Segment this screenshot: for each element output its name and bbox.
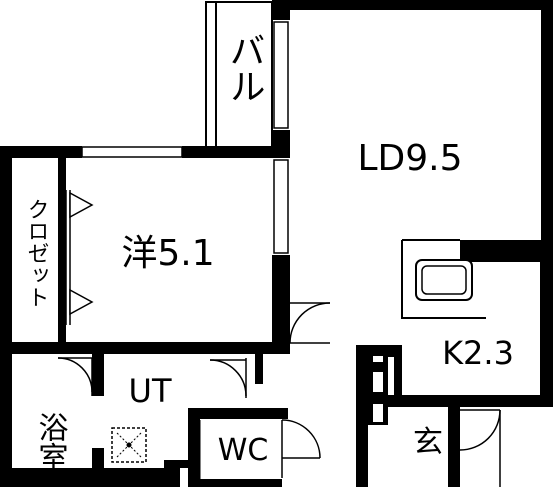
washer-pan — [111, 427, 147, 463]
utility-label: UT — [129, 372, 172, 410]
balcony-outline — [205, 1, 273, 149]
wc-label: WC — [218, 433, 269, 468]
kitchen-counter — [401, 239, 542, 319]
closet-label: クロゼット — [24, 198, 49, 308]
balcony-text: バル — [224, 32, 265, 104]
windows — [81, 21, 289, 254]
bath-label: 浴室 — [33, 412, 68, 472]
western-room-label: 洋5.1 — [121, 233, 214, 274]
balcony-label: バル — [224, 32, 265, 104]
wall-openings — [373, 356, 383, 422]
entrance-label: 玄 — [413, 425, 443, 460]
door-swings — [57, 302, 501, 487]
ld-label: LD9.5 — [357, 138, 462, 179]
closet-doors — [65, 190, 94, 325]
kitchen-label: K2.3 — [442, 334, 514, 372]
